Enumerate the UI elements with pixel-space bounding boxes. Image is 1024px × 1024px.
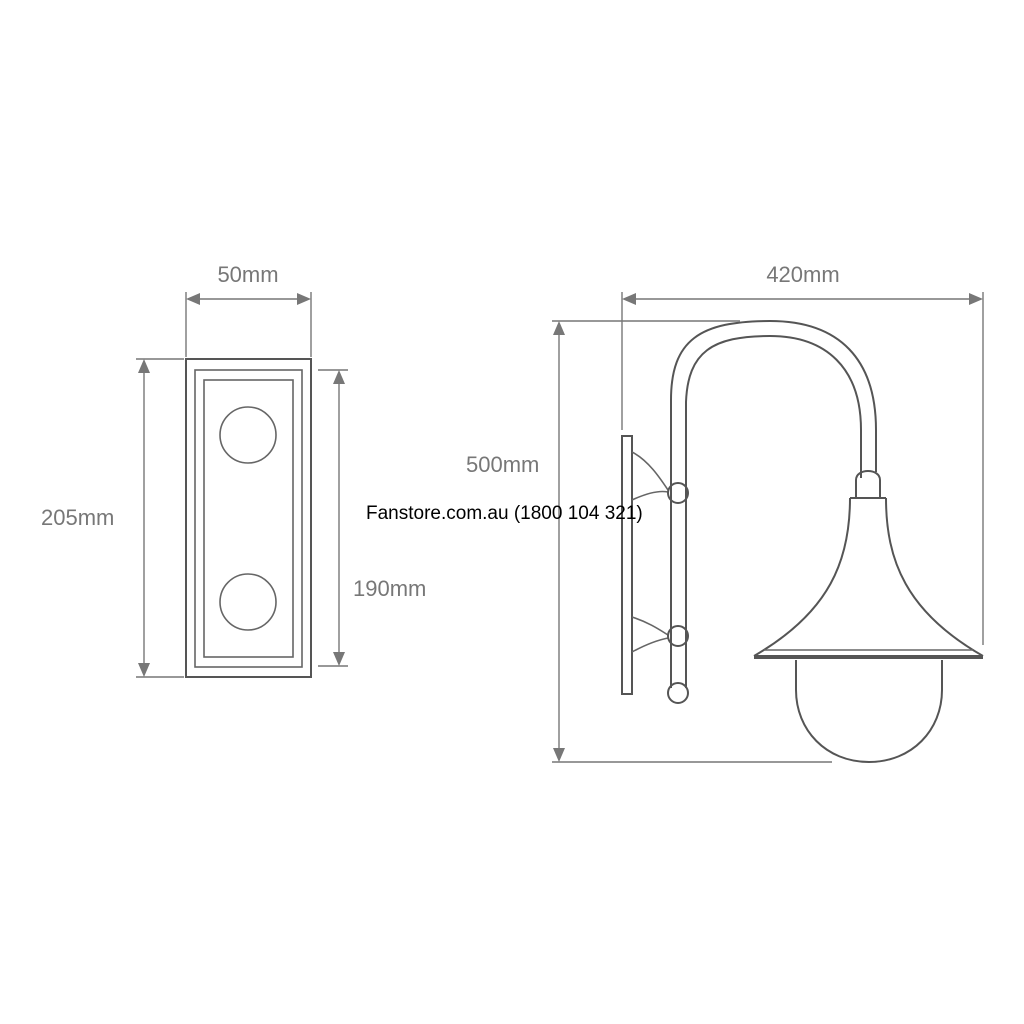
knob-bottom bbox=[667, 682, 689, 704]
wall-plate bbox=[621, 435, 633, 695]
dimension-lamp-projection: 420mm bbox=[621, 262, 984, 645]
arrow-up bbox=[138, 359, 150, 373]
backplate-outer-frame bbox=[185, 358, 312, 678]
lamp-projection-label: 420mm bbox=[766, 262, 839, 287]
lower-bracket-top bbox=[631, 616, 669, 636]
lamp-height-label: 500mm bbox=[466, 452, 539, 477]
backplate-inner-height-label: 190mm bbox=[353, 576, 426, 601]
upper-bracket-bottom bbox=[631, 490, 669, 501]
upper-bracket-top bbox=[631, 451, 669, 491]
lower-bracket-bottom bbox=[631, 637, 669, 653]
shade-left bbox=[753, 497, 851, 657]
backplate-middle-frame bbox=[194, 369, 303, 668]
lamp-cap bbox=[855, 470, 881, 498]
arrow-right bbox=[969, 293, 983, 305]
arrow-left bbox=[622, 293, 636, 305]
dimension-lamp-height: 500mm bbox=[466, 320, 832, 763]
dimension-backplate-height: 205mm bbox=[41, 358, 184, 678]
dimension-backplate-width: 50mm bbox=[185, 262, 312, 357]
arrow-down bbox=[138, 663, 150, 677]
gooseneck-outer bbox=[670, 319, 877, 472]
knob-lower bbox=[667, 625, 689, 647]
arrow-down bbox=[553, 748, 565, 762]
lamp-globe bbox=[795, 660, 943, 764]
lamp-side-view bbox=[621, 319, 984, 764]
backplate-height-label: 205mm bbox=[41, 505, 114, 530]
watermark-text: Fanstore.com.au (1800 104 321) bbox=[366, 503, 643, 524]
gooseneck-inner bbox=[685, 334, 862, 478]
arrow-left bbox=[186, 293, 200, 305]
backplate-inner-frame bbox=[203, 379, 294, 658]
arrow-down bbox=[333, 652, 345, 666]
mounting-hole-bottom bbox=[219, 573, 277, 631]
arrow-up bbox=[553, 321, 565, 335]
backplate-width-label: 50mm bbox=[217, 262, 278, 287]
mounting-hole-top bbox=[219, 406, 277, 464]
knob-upper bbox=[667, 482, 689, 504]
dimension-backplate-inner-height: 190mm bbox=[318, 369, 426, 667]
arrow-up bbox=[333, 370, 345, 384]
arrow-right bbox=[297, 293, 311, 305]
shade-right bbox=[885, 497, 984, 657]
backplate-front-view bbox=[185, 358, 312, 678]
